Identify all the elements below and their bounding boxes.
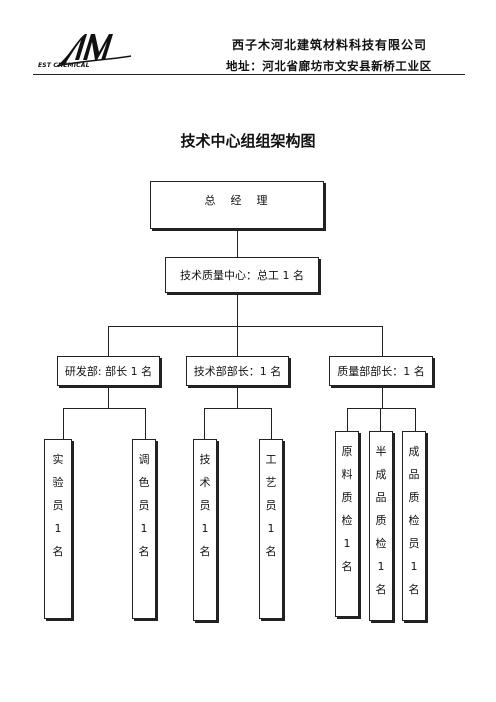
company-address: 地址：河北省廊坊市文安县新桥工业区 — [226, 59, 432, 73]
connector-line — [108, 386, 109, 408]
connector-line — [237, 386, 238, 408]
connector-line — [415, 408, 416, 431]
raw-material-inspector-char: 1 — [343, 537, 351, 550]
raw-material-inspector-char: 料 — [341, 468, 353, 481]
colorist-char: 调 — [138, 453, 150, 466]
connector-line — [237, 293, 238, 326]
process-engineer-char: 1 — [267, 522, 275, 535]
semi-product-inspector-char: 成 — [375, 468, 387, 481]
semi-product-inspector-char: 名 — [375, 583, 387, 596]
semi-product-inspector-char: 质 — [375, 514, 387, 527]
connector-line — [204, 408, 272, 409]
connector-line — [380, 408, 381, 431]
raw-material-inspector-box: 原 料 质 检 1 名 — [335, 431, 359, 617]
raw-material-inspector-char: 质 — [341, 491, 353, 504]
rnd-department-box: 研发部: 部长 1 名 — [57, 356, 160, 386]
technician-char: 技 — [199, 453, 211, 466]
connector-line — [237, 229, 238, 257]
finished-product-inspector-char: 质 — [408, 491, 420, 504]
raw-material-inspector-char: 原 — [341, 445, 353, 458]
experimenter-char: 员 — [52, 499, 64, 512]
technician-char: 员 — [199, 499, 211, 512]
company-name: 西子木河北建筑材料科技有限公司 — [232, 38, 428, 52]
finished-product-inspector-char: 成 — [408, 445, 420, 458]
experimenter-char: 验 — [52, 476, 64, 489]
finished-product-inspector-char: 品 — [408, 468, 420, 481]
process-engineer-char: 工 — [265, 453, 277, 466]
finished-product-inspector-char: 员 — [408, 537, 420, 550]
colorist-char: 名 — [138, 545, 150, 558]
technician-char: 术 — [199, 476, 211, 489]
process-engineer-char: 名 — [265, 545, 277, 558]
finished-product-inspector-char: 名 — [408, 583, 420, 596]
process-engineer-char: 员 — [265, 499, 277, 512]
semi-product-inspector-box: 半 成 品 质 检 1 名 — [369, 431, 393, 621]
tech-department-box: 技术部部长：1 名 — [186, 356, 289, 386]
semi-product-inspector-char: 1 — [377, 560, 385, 573]
experimenter-box: 实 验 员 1 名 — [44, 439, 72, 619]
connector-line — [63, 408, 146, 409]
general-manager-box: 总 经 理 — [150, 181, 324, 229]
technician-char: 名 — [199, 545, 211, 558]
experimenter-char: 实 — [52, 453, 64, 466]
semi-product-inspector-char: 品 — [375, 491, 387, 504]
colorist-box: 调 色 员 1 名 — [132, 439, 156, 619]
quality-department-box: 质量部部长：1 名 — [329, 356, 433, 386]
connector-line — [382, 326, 383, 356]
header-divider — [33, 74, 465, 75]
semi-product-inspector-char: 半 — [375, 445, 387, 458]
general-manager-label: 总 经 理 — [204, 194, 270, 207]
colorist-char: 员 — [138, 499, 150, 512]
connector-line — [271, 408, 272, 439]
finished-product-inspector-char: 1 — [410, 560, 418, 573]
finished-product-inspector-char: 检 — [408, 514, 420, 527]
connector-line — [108, 326, 382, 327]
page-title: 技术中心组组架构图 — [180, 132, 316, 150]
tech-quality-center-label: 技术质量中心：总工 1 名 — [180, 269, 304, 282]
process-engineer-char: 艺 — [265, 476, 277, 489]
experimenter-char: 1 — [54, 522, 62, 535]
connector-line — [108, 326, 109, 356]
colorist-char: 色 — [138, 476, 150, 489]
tech-quality-center-box: 技术质量中心：总工 1 名 — [165, 257, 319, 293]
rnd-department-label: 研发部: 部长 1 名 — [64, 365, 153, 378]
connector-line — [237, 326, 238, 356]
technician-box: 技 术 员 1 名 — [193, 439, 217, 621]
semi-product-inspector-char: 检 — [375, 537, 387, 550]
experimenter-char: 名 — [52, 545, 64, 558]
finished-product-inspector-box: 成 品 质 检 员 1 名 — [402, 431, 426, 621]
technician-char: 1 — [201, 522, 209, 535]
connector-line — [145, 408, 146, 439]
quality-department-label: 质量部部长：1 名 — [337, 365, 425, 378]
company-logo — [55, 30, 133, 72]
tech-department-label: 技术部部长：1 名 — [193, 365, 282, 378]
colorist-char: 1 — [140, 522, 148, 535]
raw-material-inspector-char: 名 — [341, 560, 353, 573]
connector-line — [63, 408, 64, 439]
connector-line — [382, 386, 383, 408]
raw-material-inspector-char: 检 — [341, 514, 353, 527]
connector-line — [204, 408, 205, 439]
logo-text: EST CHEMICAL — [38, 62, 90, 69]
connector-line — [347, 408, 348, 431]
process-engineer-box: 工 艺 员 1 名 — [259, 439, 283, 619]
connector-line — [347, 408, 416, 409]
